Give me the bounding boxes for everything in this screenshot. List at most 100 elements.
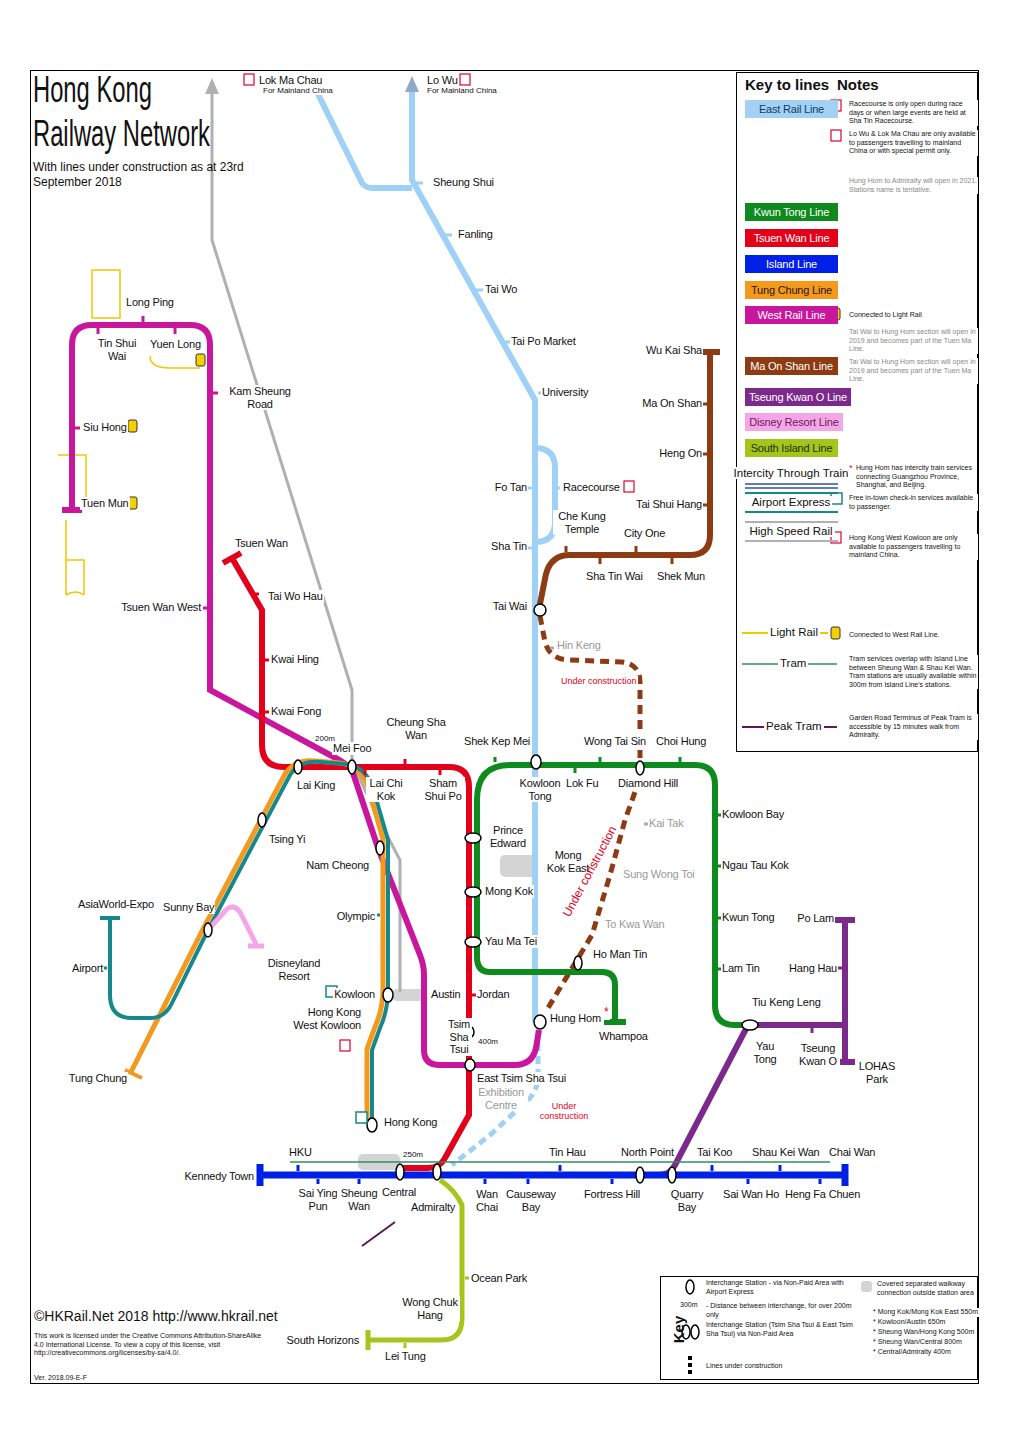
note-text: * Sheung Wan/Central 800m (872, 1338, 963, 1347)
construction-note: Under construction (532, 1101, 596, 1122)
station-label: Shek Mun (656, 570, 706, 583)
legend-samples (742, 484, 838, 727)
legend-text: Airport Express (750, 496, 833, 508)
station-label: Diamond Hill (617, 777, 679, 790)
planned-station-label: Kai Tak (648, 817, 684, 830)
mainland-icon (831, 130, 841, 141)
walkway (392, 989, 424, 1001)
station-label: Kowloon (333, 988, 376, 1001)
island-line (260, 1164, 845, 1186)
check-in-icons (326, 493, 842, 1123)
note-text: Connected to Light Rail (848, 311, 923, 320)
station-tick (254, 594, 476, 995)
interchange (465, 1059, 475, 1071)
tung-chung-line (130, 761, 383, 1124)
station-label: Yau Ma Tei (484, 935, 538, 948)
note-text: This work is licensed under the Creative… (33, 1332, 271, 1358)
station-label: Hang Hau (788, 962, 838, 975)
station-label: Sheung Shui (432, 176, 495, 189)
note-text: Racecourse is only open during race days… (848, 100, 978, 126)
station-label: Shek Kep Mei (463, 735, 531, 748)
interchange (433, 1164, 441, 1180)
legend-swatch: Disney Resort Line (745, 413, 843, 431)
note-text: Lo Wu & Lok Ma Chau are only available t… (848, 130, 978, 156)
legend-text: West Rail Line (758, 309, 826, 321)
station-label: Wu Kai Sha (645, 344, 703, 357)
station-label: University (541, 386, 589, 399)
planned-station-label: To Kwa Wan (604, 918, 665, 931)
key-panel: Key to linesNotes (736, 72, 978, 752)
interchange (691, 1325, 699, 1339)
interchange (367, 1118, 377, 1132)
note-text: Interchange Station - via Non-Paid Area … (705, 1279, 857, 1296)
station-label: Long Ping (125, 296, 175, 309)
interchange (204, 923, 212, 937)
station-label: Lo Wu (426, 74, 459, 87)
airport-express (100, 762, 388, 1125)
tsuen-wan-line (223, 553, 469, 1168)
interchange (258, 813, 266, 827)
legend-text: Intercity Through Train (732, 467, 851, 479)
legend-text: Island Line (766, 258, 817, 270)
south-island-line (368, 1180, 462, 1350)
station-label: Olympic (336, 910, 376, 923)
note-text: * Sheung Wan/Hong Kong 500m (872, 1328, 975, 1337)
station-label: Disneyland Resort (262, 957, 326, 982)
station-label: Austin (430, 988, 461, 1001)
station-label: Admiralty (410, 1201, 456, 1214)
legend-swatch: South Island Line (745, 439, 838, 457)
station-label: Tin Hau (548, 1146, 587, 1159)
station-label: Tai Wo (484, 283, 518, 296)
note-text: * Kowloon/Austin 650m (872, 1318, 946, 1327)
station-tick (104, 915, 380, 968)
light-rail (58, 270, 200, 595)
station-label: Wan Chai (470, 1188, 504, 1213)
node-text: Key to lines (745, 76, 829, 93)
legend-line (745, 493, 838, 512)
legend-text: Tsuen Wan Line (754, 232, 830, 244)
map-caption: With lines under construction as at 23rd… (33, 160, 248, 190)
station-label: Prince Edward (484, 824, 532, 849)
planned-station-label: Hin Keng (556, 639, 602, 652)
station-label: Kwun Tong (721, 911, 775, 924)
station-label: Choi Hung (655, 735, 707, 748)
legend-swatch: Island Line (745, 255, 838, 273)
check-in-icon (831, 493, 842, 504)
tseung-kwan-o-line (640, 920, 855, 1175)
station-label: Po Lam (796, 912, 835, 925)
interchange (383, 988, 393, 1002)
light-rail-icon (196, 354, 205, 366)
legend-text: High Speed Rail (747, 525, 834, 537)
tram-line (290, 1161, 830, 1163)
interchange (534, 604, 546, 616)
legend-text: Kwun Tong Line (754, 206, 829, 218)
station-label: Sheung Wan (337, 1187, 381, 1212)
station-label: Ma On Shan (641, 397, 703, 410)
east-rail-line (316, 90, 555, 1022)
station-label: Tin Shui Wai (93, 337, 141, 362)
station-label: Chai Wan (828, 1146, 876, 1159)
note-text: Tai Wai to Hung Hom section will open in… (848, 328, 978, 354)
station-label: Central (381, 1186, 417, 1199)
mainland-icon (460, 74, 470, 85)
legend-swatch: Tung Chung Line (745, 281, 838, 299)
station-label: Kwai Hing (270, 653, 320, 666)
interchange (465, 937, 481, 947)
note-text: - Distance between interchange, for over… (705, 1302, 857, 1319)
station-label: Tai Shui Hang (635, 498, 703, 511)
station-label: Sha Tin Wai (585, 570, 644, 583)
station-label: LOHAS Park (855, 1060, 899, 1085)
construction-note: Under construction (560, 676, 638, 686)
station-label: Kowloon Tong (516, 777, 564, 802)
interchange (348, 760, 356, 774)
station-label: AsiaWorld-Expo (77, 898, 155, 911)
station-label: Fo Tan (494, 481, 528, 494)
station-label: Sai Ying Pun (296, 1187, 340, 1212)
legend-line (745, 522, 838, 541)
light-rail-icon (831, 627, 840, 639)
station-label: Fortress Hill (583, 1188, 641, 1201)
note-text: Hong Kong West Kowloon are only availabl… (848, 534, 978, 560)
station-label: Heng Fa Chuen (784, 1188, 861, 1201)
note-text: * Central/Admiralty 400m (872, 1348, 952, 1357)
interchange (465, 887, 481, 897)
